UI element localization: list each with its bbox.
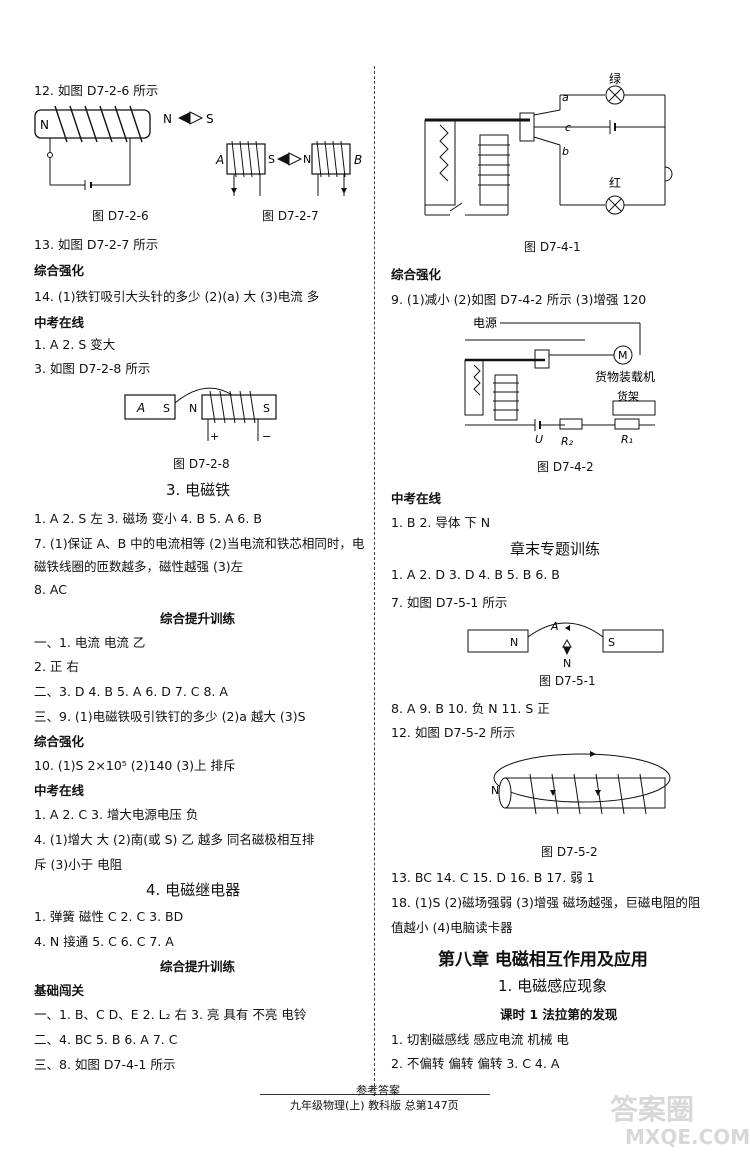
ct-answer-18a: 18. (1)S (2)磁场强弱 (3)增强 磁场越强，巨磁电阻的阻 [391, 895, 701, 910]
caption-d7-4-1: 图 D7-4-1 [524, 240, 581, 254]
heading-zhongkao-2: 中考在线 [34, 783, 85, 798]
zk3-answer-1: 1. B 2. 导体 下 N [391, 515, 491, 530]
lesson-1-title: 课时 1 法拉第的发现 [500, 1007, 618, 1022]
answer-zk-1: 1. A 2. S 变大 [34, 337, 116, 352]
ct-answer-8: 8. A 9. B 10. 负 N 11. S 正 [391, 701, 550, 716]
svg-text:N: N [563, 657, 571, 670]
svg-text:S: S [206, 112, 214, 126]
caption-d7-4-2: 图 D7-4-2 [537, 460, 594, 474]
s3-answer-7a: 7. (1)保证 A、B 中的电流相等 (2)当电流和铁芯相同时，电 [34, 536, 365, 551]
figure-d7-4-1: 绿 红 a b c [424, 71, 673, 216]
heading-zhongkao-1: 中考在线 [34, 315, 85, 330]
ct-answer-18b: 值越小 (4)电脑读卡器 [391, 920, 513, 935]
figure-d7-2-6: N N S [34, 105, 214, 190]
zk2-answer-4a: 4. (1)增大 大 (2)南(或 S) 乙 越多 同名磁极相互排 [34, 832, 315, 847]
svg-text:红: 红 [609, 175, 621, 190]
s4-answer-4: 4. N 接通 5. C 6. C 7. A [34, 934, 174, 949]
svg-text:S: S [268, 153, 275, 166]
t1-answer-1: 一、1. 电流 电流 乙 [34, 635, 146, 650]
footer-label: 参考答案 [356, 1084, 400, 1097]
svg-text:绿: 绿 [609, 71, 621, 86]
watermark-logo: 答案圈 [610, 1093, 695, 1126]
chapter-8-title: 第八章 电磁相互作用及应用 [438, 950, 648, 970]
caption-d7-2-6: 图 D7-2-6 [92, 209, 149, 223]
answer-12: 12. 如图 D7-2-6 所示 [34, 83, 159, 98]
l81-answer-2: 2. 不偏转 偏转 偏转 3. C 4. A [391, 1056, 560, 1071]
caption-d7-2-8: 图 D7-2-8 [173, 457, 230, 471]
r-answer-9: 9. (1)减小 (2)如图 D7-4-2 所示 (3)增强 120 [391, 292, 647, 307]
section-8-1-title: 1. 电磁感应现象 [498, 977, 608, 995]
svg-text:R₂: R₂ [561, 435, 574, 448]
svg-text:−: − [262, 430, 271, 443]
figure-d7-4-2: 电源 M 货物装载机 货架 U R₂ R₁ [464, 316, 656, 448]
jc-answer-8: 三、8. 如图 D7-4-1 所示 [34, 1057, 176, 1072]
caption-d7-5-1: 图 D7-5-1 [539, 674, 596, 688]
svg-text:A: A [215, 153, 224, 167]
heading-tisheng-1: 综合提升训练 [160, 611, 236, 626]
s3-answer-7b: 磁铁线圈的匝数越多，磁性越强 (3)左 [34, 559, 244, 574]
svg-text:c: c [565, 121, 571, 134]
figure-d7-2-8: A S N S + − [124, 387, 277, 443]
svg-text:电源: 电源 [473, 316, 497, 330]
caption-d7-5-2: 图 D7-5-2 [541, 845, 598, 859]
heading-zhongkao-3: 中考在线 [391, 491, 442, 506]
heading-jichu: 基础闯关 [34, 983, 85, 998]
svg-text:货物装载机: 货物装载机 [595, 369, 655, 384]
svg-text:b: b [562, 145, 569, 158]
section-title-3: 3. 电磁铁 [166, 481, 231, 499]
svg-text:货架: 货架 [617, 389, 639, 403]
t1-answer-3: 二、3. D 4. B 5. A 6. D 7. C 8. A [34, 684, 228, 699]
t1-answer-9: 三、9. (1)电磁铁吸引铁钉的多少 (2)a 越大 (3)S [34, 709, 306, 724]
svg-text:a: a [562, 91, 569, 104]
svg-text:U: U [535, 433, 543, 446]
caption-d7-2-7: 图 D7-2-7 [262, 209, 319, 223]
footer-info: 九年级物理(上) 教科版 总第147页 [290, 1099, 459, 1112]
chapter-train-title: 章末专题训练 [510, 540, 601, 558]
ct-answer-13: 13. BC 14. C 15. D 16. B 17. 弱 1 [391, 870, 595, 885]
zk2-answer-4b: 斥 (3)小于 电阻 [34, 857, 123, 872]
heading-tisheng-2: 综合提升训练 [160, 959, 236, 974]
svg-text:N: N [303, 153, 311, 166]
svg-text:S: S [263, 402, 270, 415]
s3-answer-8: 8. AC [34, 582, 67, 597]
heading-zonghe-2: 综合强化 [34, 734, 85, 749]
ct-answer-12: 12. 如图 D7-5-2 所示 [391, 725, 516, 740]
svg-text:R₁: R₁ [621, 433, 633, 446]
heading-zonghe-3: 综合强化 [391, 267, 442, 282]
s3-answer-1: 1. A 2. S 左 3. 磁场 变小 4. B 5. A 6. B [34, 511, 262, 526]
l81-answer-1: 1. 切割磁感线 感应电流 机械 电 [391, 1032, 569, 1047]
svg-text:A: A [136, 401, 145, 415]
jc-answer-1: 一、1. B、C D、E 2. L₂ 右 3. 亮 具有 不亮 电铃 [34, 1007, 307, 1022]
figure-d7-2-7: S N A B [215, 140, 362, 196]
svg-text:N: N [163, 112, 172, 126]
svg-text:+: + [210, 430, 219, 443]
figure-d7-5-2: N [491, 751, 671, 815]
svg-text:S: S [608, 636, 615, 649]
svg-text:N: N [491, 784, 499, 797]
ct-answer-1: 1. A 2. D 3. D 4. B 5. B 6. B [391, 567, 560, 582]
s4-answer-1: 1. 弹簧 磁性 C 2. C 3. BD [34, 909, 184, 924]
footer-rule [260, 1094, 490, 1095]
column-divider [374, 66, 375, 1096]
svg-text:B: B [354, 153, 362, 167]
ct-answer-7: 7. 如图 D7-5-1 所示 [391, 595, 508, 610]
zk2-answer-1: 1. A 2. C 3. 增大电源电压 负 [34, 807, 199, 822]
answer-13: 13. 如图 D7-2-7 所示 [34, 237, 159, 252]
svg-text:N: N [189, 402, 197, 415]
figure-d7-5-1: N S A N [467, 620, 664, 670]
label-n: N [40, 118, 49, 132]
z2-answer-10: 10. (1)S 2×10⁵ (2)140 (3)上 排斥 [34, 758, 236, 773]
heading-zonghe-1: 综合强化 [34, 263, 85, 278]
svg-text:M: M [618, 349, 628, 362]
jc-answer-4: 二、4. BC 5. B 6. A 7. C [34, 1032, 178, 1047]
answer-14: 14. (1)铁钉吸引大头针的多少 (2)(a) 大 (3)电流 多 [34, 289, 320, 304]
svg-text:S: S [163, 402, 170, 415]
watermark-site: MXQE.COM [625, 1125, 750, 1149]
svg-text:N: N [510, 636, 518, 649]
svg-text:A: A [550, 620, 559, 633]
t1-answer-2: 2. 正 右 [34, 659, 79, 674]
section-title-4: 4. 电磁继电器 [146, 881, 241, 899]
answer-zk-3: 3. 如图 D7-2-8 所示 [34, 361, 151, 376]
